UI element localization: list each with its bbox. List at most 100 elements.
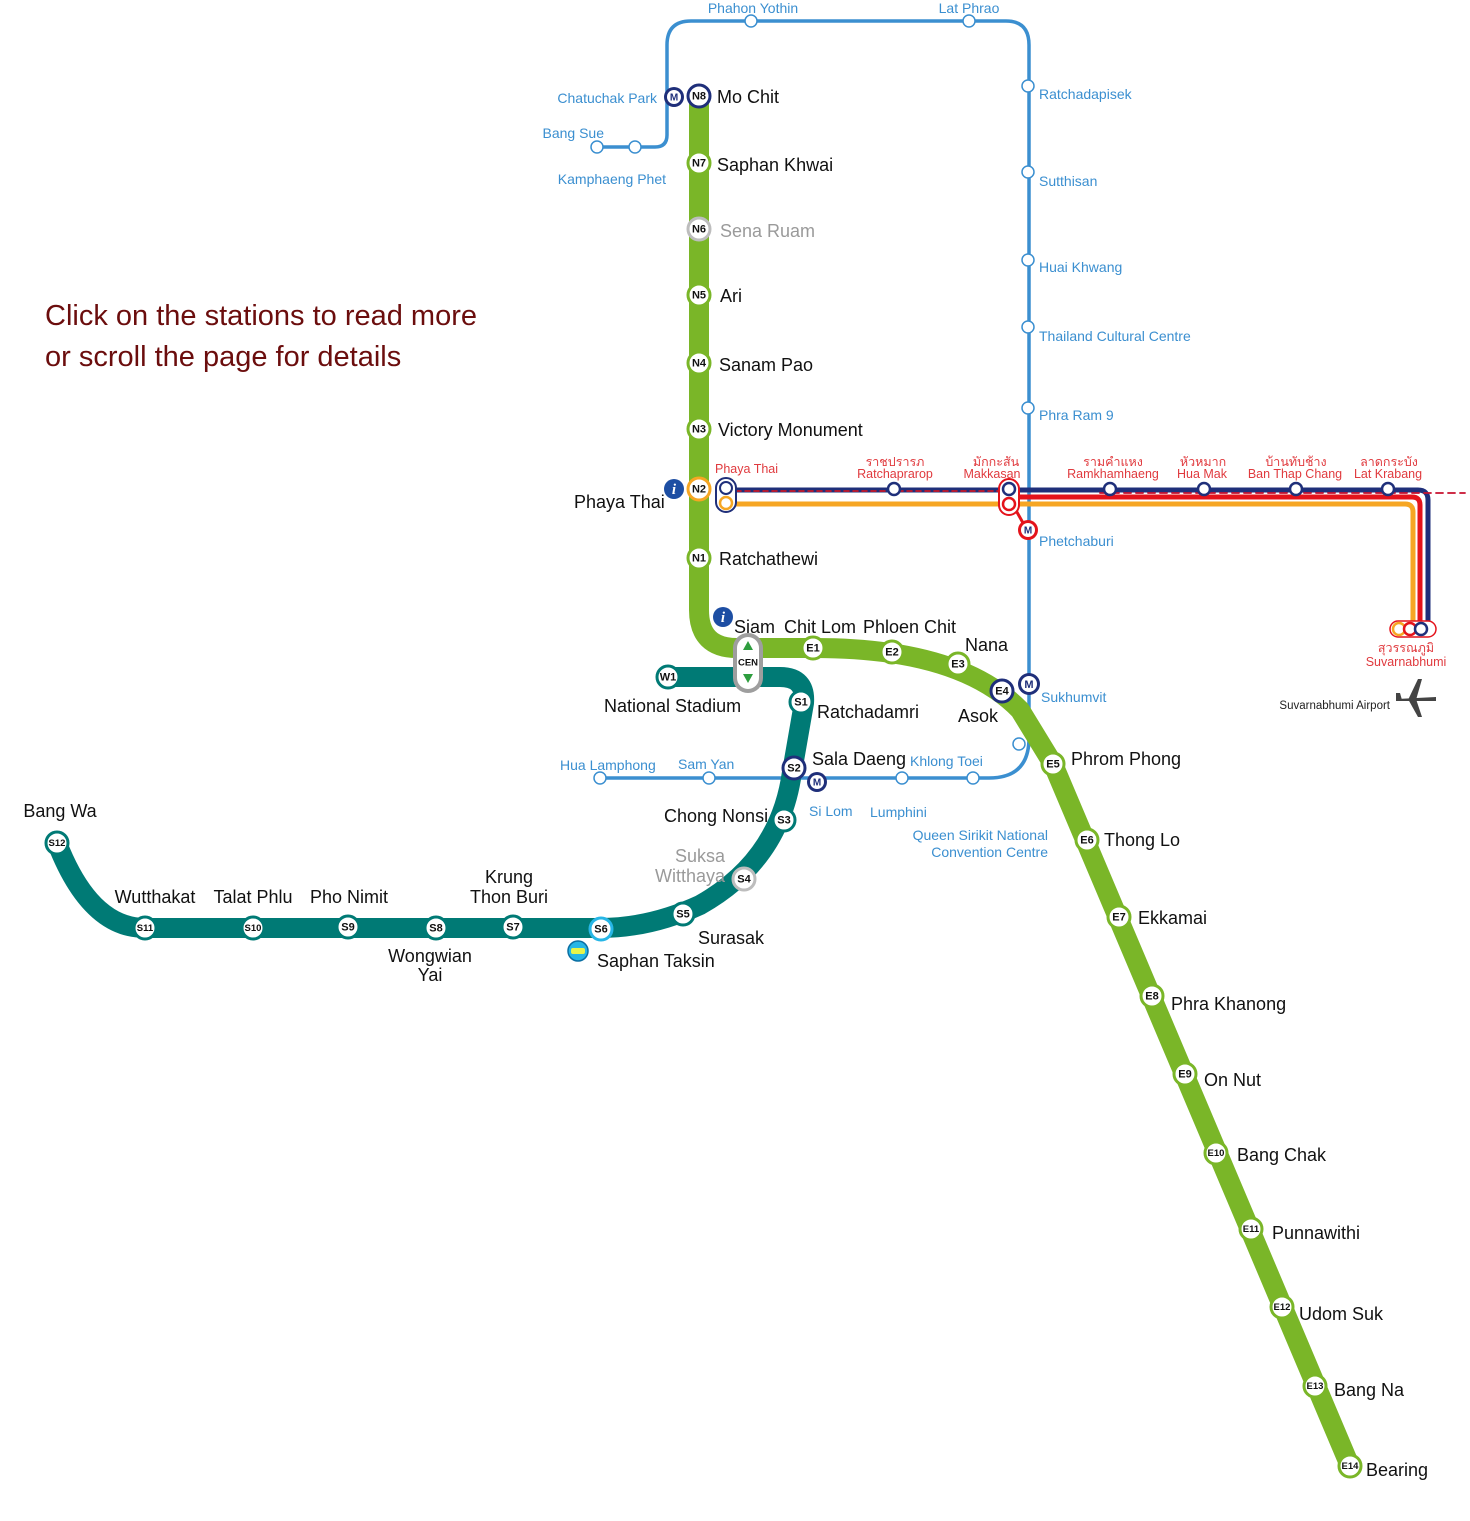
arl-label-ban-thap-chang[interactable]: Ban Thap Chang — [1248, 467, 1342, 481]
arl-label-lat-krabang-thai[interactable]: ลาดกระบัง — [1360, 455, 1418, 469]
mrt-label-bang-sue[interactable]: Bang Sue — [543, 125, 605, 141]
arl-phaya-thai-interchange[interactable] — [715, 477, 737, 513]
mrt-station-marker[interactable] — [628, 140, 642, 154]
mrt-label-phetchaburi[interactable]: Phetchaburi — [1039, 533, 1114, 549]
station-label-chit-lom[interactable]: Chit Lom — [784, 617, 856, 637]
mrt-station-marker[interactable] — [1021, 401, 1035, 415]
station-label-sanam-pao[interactable]: Sanam Pao — [719, 355, 813, 375]
station-marker[interactable] — [1269, 1294, 1295, 1320]
station-label-chong-nonsi[interactable]: Chong Nonsi — [664, 806, 768, 826]
bts-station-e4[interactable]: E4 — [989, 678, 1015, 704]
station-marker[interactable] — [588, 916, 614, 942]
arl-station-ban-thap-chang[interactable] — [1288, 481, 1304, 497]
station-label-national-stadium[interactable]: National Stadium — [604, 696, 741, 716]
station-label-siam[interactable]: Siam — [734, 617, 775, 637]
mrt-label-hua-lamphong[interactable]: Hua Lamphong — [560, 757, 656, 773]
station-label-ari[interactable]: Ari — [720, 286, 742, 306]
arl-station-ratchaprarop[interactable] — [886, 481, 902, 497]
station-marker[interactable] — [1302, 1373, 1328, 1399]
station-label-bang-chak[interactable]: Bang Chak — [1237, 1145, 1327, 1165]
mrt-station-marker[interactable] — [1012, 737, 1026, 751]
station-label-sala-daeng[interactable]: Sala Daeng — [812, 749, 906, 769]
arl-label-hua-mak-thai[interactable]: หัวหมาก — [1180, 455, 1226, 469]
arl-makkasan-interchange[interactable] — [998, 478, 1020, 516]
bts-station-s2[interactable]: S2 — [781, 755, 807, 781]
bts-station-e2[interactable]: E2 — [879, 639, 905, 665]
bts-station-n7[interactable]: N7 — [686, 150, 712, 176]
station-marker[interactable] — [1040, 751, 1066, 777]
station-marker[interactable] — [989, 678, 1015, 704]
info-icon-phaya-thai[interactable]: i — [664, 479, 684, 499]
station-marker[interactable] — [1074, 827, 1100, 853]
mrt-station-marker[interactable] — [1021, 79, 1035, 93]
mrt-icon-sala-daeng[interactable]: M — [807, 772, 827, 792]
station-label-phloen-chit[interactable]: Phloen Chit — [863, 617, 956, 637]
station-marker[interactable] — [1203, 1140, 1229, 1166]
arl-label-hua-mak[interactable]: Hua Mak — [1177, 467, 1228, 481]
mrt-station-marker[interactable] — [744, 14, 758, 28]
station-marker[interactable] — [686, 476, 712, 502]
station-marker[interactable] — [686, 216, 712, 242]
arl-suvarnabhumi-terminal[interactable] — [1389, 620, 1437, 638]
station-label-ekkamai[interactable]: Ekkamai — [1138, 908, 1207, 928]
mrt-label-thailand-cultural-centre[interactable]: Thailand Cultural Centre — [1039, 328, 1191, 344]
mrt-icon-phetchaburi[interactable]: M — [1018, 520, 1038, 540]
arl-label-suvarnabhumi[interactable]: Suvarnabhumi — [1366, 655, 1447, 669]
bts-station-s8[interactable]: S8 — [423, 915, 449, 941]
mrt-label-khlong-toei[interactable]: Khlong Toei — [910, 753, 983, 769]
mrt-interchange-badges[interactable]: M M M M — [664, 87, 1040, 792]
station-label-ratchadamri[interactable]: Ratchadamri — [817, 702, 919, 722]
station-marker[interactable] — [1106, 904, 1132, 930]
station-marker[interactable] — [771, 807, 797, 833]
bts-station-e3[interactable]: E3 — [945, 651, 971, 677]
station-marker[interactable] — [686, 150, 712, 176]
bts-station-s7[interactable]: S7 — [500, 914, 526, 940]
station-marker[interactable] — [1238, 1216, 1264, 1242]
mrt-label-ratchadapisek[interactable]: Ratchadapisek — [1039, 86, 1133, 102]
station-label-phrom-phong[interactable]: Phrom Phong — [1071, 749, 1181, 769]
arl-label-makkasan-thai[interactable]: มักกะสัน — [973, 455, 1020, 469]
arl-label-suvarnabhumi-thai[interactable]: สุวรรณภูมิ — [1378, 641, 1434, 656]
mrt-station-marker[interactable] — [895, 771, 909, 785]
bts-station-s12[interactable]: S12 — [44, 830, 70, 856]
station-marker[interactable] — [781, 755, 807, 781]
bts-station-e1[interactable]: E1 — [800, 635, 826, 661]
station-label-udom-suk[interactable]: Udom Suk — [1299, 1304, 1384, 1324]
station-label-sena-ruam[interactable]: Sena Ruam — [720, 221, 815, 241]
station-label-victory-monument[interactable]: Victory Monument — [718, 420, 863, 440]
siam-central-station[interactable]: CEN — [733, 633, 763, 693]
station-marker[interactable] — [800, 635, 826, 661]
mrt-station-marker[interactable] — [702, 771, 716, 785]
station-marker[interactable] — [500, 914, 526, 940]
bts-station-n5[interactable]: N5 — [686, 282, 712, 308]
station-marker[interactable] — [655, 664, 681, 690]
station-label-asok[interactable]: Asok — [958, 706, 999, 726]
bts-station-e6[interactable]: E6 — [1074, 827, 1100, 853]
station-marker[interactable] — [686, 282, 712, 308]
bts-station-e11[interactable]: E11 — [1238, 1216, 1264, 1242]
station-marker[interactable] — [670, 901, 696, 927]
station-label-surasak[interactable]: Surasak — [698, 928, 765, 948]
arl-label-ramkhamhaeng-thai[interactable]: รามคำแหง — [1083, 455, 1143, 469]
bts-station-n4[interactable]: N4 — [686, 350, 712, 376]
arl-station-ramkhamhaeng[interactable] — [1102, 481, 1118, 497]
bts-station-s11[interactable]: S11 — [132, 915, 158, 941]
bts-station-e5[interactable]: E5 — [1040, 751, 1066, 777]
arl-label-ratchaprarop[interactable]: Ratchaprarop — [857, 467, 933, 481]
arl-label-ban-thap-chang-thai[interactable]: บ้านทับช้าง — [1265, 455, 1326, 469]
mrt-label-huai-khwang[interactable]: Huai Khwang — [1039, 259, 1122, 275]
station-marker[interactable] — [1139, 983, 1165, 1009]
station-label-phra-khanong[interactable]: Phra Khanong — [1171, 994, 1286, 1014]
arl-label-ratchaprarop-thai[interactable]: ราชปรารภ — [866, 455, 925, 469]
bts-station-w1[interactable]: W1 — [655, 664, 681, 690]
mrt-station-marker[interactable] — [593, 771, 607, 785]
mrt-label-si-lom[interactable]: Si Lom — [809, 803, 853, 819]
station-label-on-nut[interactable]: On Nut — [1204, 1070, 1261, 1090]
arl-label-phaya-thai[interactable]: Phaya Thai — [715, 462, 778, 476]
station-marker[interactable] — [240, 915, 266, 941]
mrt-label-chatuchak-park[interactable]: Chatuchak Park — [557, 90, 658, 106]
station-marker[interactable] — [945, 651, 971, 677]
mrt-label-phahon-yothin[interactable]: Phahon Yothin — [708, 0, 798, 16]
